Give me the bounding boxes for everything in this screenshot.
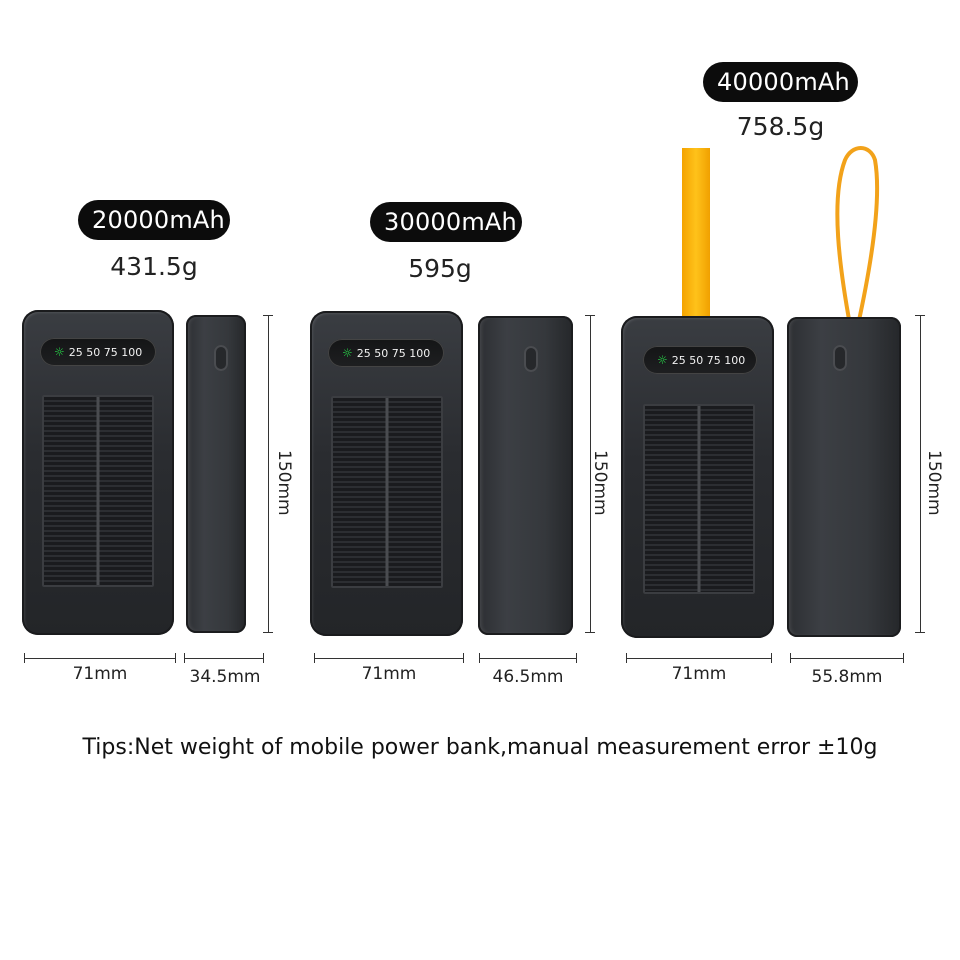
power-button (833, 345, 847, 371)
weight-label-30000: 595g (408, 254, 472, 283)
height-dim-line (268, 315, 269, 633)
dim-tick (903, 653, 904, 663)
dim-tick (790, 653, 791, 663)
power-bank-side-30000 (478, 316, 573, 635)
height-dim-label-40000: 150mm (924, 450, 944, 516)
power-bank-side-20000 (186, 315, 246, 633)
power-bank-front-40000: ☼25 50 75 100 (621, 316, 774, 638)
power-button (214, 345, 228, 371)
dim-tick (263, 632, 273, 633)
capacity-badge-20000: 20000mAh (78, 200, 230, 240)
dim-tick (463, 653, 464, 663)
depth-dim-label-20000: 34.5mm (189, 667, 261, 687)
flat-strap (682, 148, 710, 320)
depth-dim-line (479, 658, 577, 659)
depth-dim-label-30000: 46.5mm (492, 667, 564, 687)
dim-tick (915, 632, 925, 633)
depth-dim-line (184, 658, 264, 659)
dim-tick (263, 315, 273, 316)
height-dim-line (920, 315, 921, 633)
solar-panel (643, 404, 755, 594)
dim-tick (263, 653, 264, 663)
power-button (524, 346, 538, 372)
dim-tick (585, 315, 595, 316)
weight-label-20000: 431.5g (110, 252, 198, 281)
depth-dim-label-40000: 55.8mm (811, 667, 883, 687)
height-dim-line (590, 315, 591, 633)
width-dim-label-30000: 71mm (361, 664, 417, 684)
width-dim-line (314, 658, 464, 659)
sun-indicator-icon: ☼ (657, 353, 668, 367)
dim-tick (771, 653, 772, 663)
width-dim-label-40000: 71mm (671, 664, 727, 684)
width-dim-line (626, 658, 772, 659)
height-dim-label-20000: 150mm (274, 450, 294, 516)
height-dim-label-30000: 150mm (590, 450, 610, 516)
tips-note: Tips:Net weight of mobile power bank,man… (82, 735, 878, 760)
sun-indicator-icon: ☼ (342, 346, 353, 360)
dim-tick (175, 653, 176, 663)
battery-display: ☼25 50 75 100 (40, 338, 156, 366)
capacity-badge-40000: 40000mAh (703, 62, 858, 102)
battery-display: ☼25 50 75 100 (643, 346, 757, 374)
dim-tick (626, 653, 627, 663)
dim-tick (585, 632, 595, 633)
weight-label-40000: 758.5g (736, 112, 825, 141)
power-bank-front-20000: ☼25 50 75 100 (22, 310, 174, 635)
solar-panel (42, 395, 154, 587)
capacity-badge-30000: 30000mAh (370, 202, 522, 242)
dim-tick (479, 653, 480, 663)
battery-display: ☼25 50 75 100 (328, 339, 444, 367)
dim-tick (24, 653, 25, 663)
width-dim-label-20000: 71mm (72, 664, 128, 684)
dim-tick (576, 653, 577, 663)
dim-tick (314, 653, 315, 663)
solar-panel (331, 396, 443, 588)
lanyard-loop (835, 146, 880, 327)
width-dim-line (24, 658, 176, 659)
dim-tick (915, 315, 925, 316)
dim-tick (184, 653, 185, 663)
power-bank-front-30000: ☼25 50 75 100 (310, 311, 463, 636)
power-bank-side-40000 (787, 317, 901, 637)
sun-indicator-icon: ☼ (54, 345, 65, 359)
depth-dim-line (790, 658, 904, 659)
